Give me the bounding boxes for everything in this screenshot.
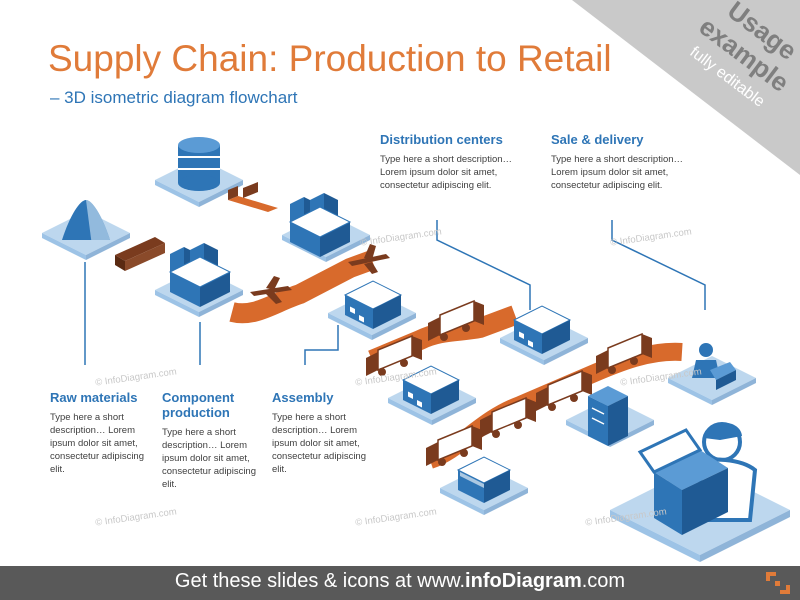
stage-title: Component production xyxy=(162,390,235,420)
airplane-icon xyxy=(250,276,292,304)
database-icon xyxy=(178,137,220,191)
stage-description: Type here a short description… Lorem ips… xyxy=(551,154,684,191)
stage-description: Type here a short description… Lorem ips… xyxy=(380,154,513,191)
locker-icon xyxy=(588,386,628,446)
stage-title: Sale & delivery xyxy=(551,132,644,147)
truck-icon xyxy=(425,425,483,467)
road-air-segment xyxy=(229,250,376,324)
logo-icon xyxy=(766,572,790,594)
worker-with-box-icon xyxy=(610,422,790,562)
stage-distribution-centers: Distribution centers Type here a short d… xyxy=(380,132,530,192)
stage-description: Type here a short description… Lorem ips… xyxy=(50,412,144,475)
footer-text[interactable]: Get these slides & icons at www.infoDiag… xyxy=(0,570,800,593)
page-subtitle: – 3D isometric diagram flowchart xyxy=(50,88,298,107)
stage-assembly: Assembly Type here a short description… … xyxy=(272,390,372,476)
courier-icon xyxy=(692,343,736,390)
stage-title: Raw materials xyxy=(50,390,138,405)
footer-bar xyxy=(0,566,800,600)
stage-title: Distribution centers xyxy=(380,132,503,147)
stage-sale-delivery: Sale & delivery Type here a short descri… xyxy=(551,132,701,192)
shop-icon xyxy=(456,456,512,503)
page-title: Supply Chain: Production to Retail xyxy=(48,38,612,79)
train-icon xyxy=(115,237,165,271)
footer-prefix: Get these slides & icons at www. xyxy=(174,570,466,592)
airplane-icon xyxy=(348,244,390,274)
footer-brand: infoDiagram xyxy=(465,570,582,592)
footer-suffix: .com xyxy=(581,570,626,592)
connector-assembly xyxy=(304,325,339,365)
connector-distribution xyxy=(436,220,531,310)
stage-raw-materials: Raw materials Type here a short descript… xyxy=(50,390,150,476)
stage-description: Type here a short description… Lorem ips… xyxy=(162,427,256,490)
stage-component-production: Component production Type here a short d… xyxy=(162,390,262,491)
ship-icon xyxy=(228,182,278,212)
stage-description: Type here a short description… Lorem ips… xyxy=(272,412,366,475)
connector-sale xyxy=(611,220,706,310)
stage-title: Assembly xyxy=(272,390,334,405)
